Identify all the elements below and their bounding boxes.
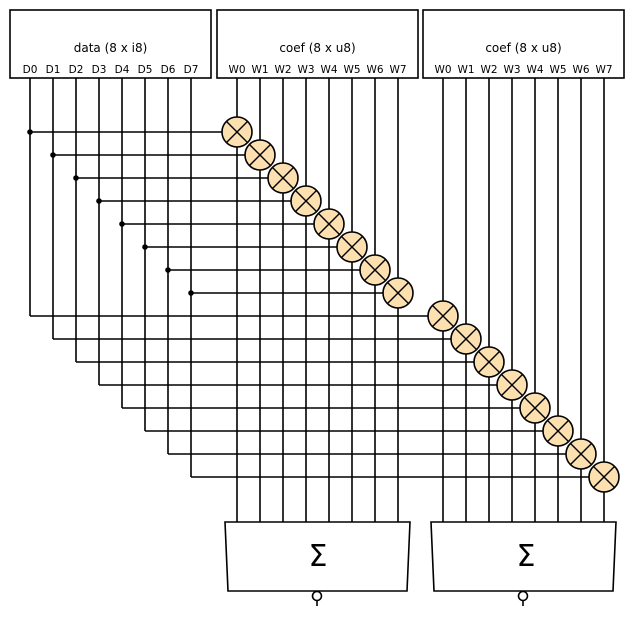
data-port-d1: D1 (46, 64, 61, 76)
multiplier-bank1-3-cross-b (294, 189, 318, 213)
data-port-d4: D4 (115, 64, 130, 76)
adder-2-sigma: Σ (517, 539, 536, 574)
coef1-port-w7: W7 (389, 64, 406, 76)
junction-dot-d6 (165, 267, 171, 273)
multiplier-bank2-5 (542, 415, 574, 447)
multiplier-bank2-3-cross-b (500, 373, 524, 397)
data-port-d5: D5 (138, 64, 153, 76)
multipliers (221, 116, 620, 493)
coef2-port-w3: W3 (503, 64, 520, 76)
coef1-port-w1: W1 (251, 64, 268, 76)
coef1-port-w4: W4 (320, 64, 337, 76)
multiplier-bank2-0 (427, 300, 459, 332)
multiplier-bank2-6 (565, 438, 597, 470)
junction-dot-d1 (50, 152, 56, 158)
coef-block-2-title: coef (8 x u8) (485, 41, 561, 55)
adder-2-body (430, 521, 617, 592)
multiplier-bank1-7 (382, 277, 414, 309)
coef2-port-w1: W1 (457, 64, 474, 76)
coef-block-2: coef (8 x u8) W0 W1 W2 W3 W4 W5 W6 W7 (422, 9, 625, 79)
adder-1: Σ (224, 521, 411, 606)
multiplier-bank1-2 (267, 162, 299, 194)
coef2-port-w7: W7 (595, 64, 612, 76)
multiplier-bank2-0-cross-b (431, 304, 455, 328)
coef-block-1-box (216, 9, 419, 79)
coef2-port-w5: W5 (549, 64, 566, 76)
coef2-port-w0: W0 (434, 64, 451, 76)
multiplier-bank1-4-cross-b (317, 212, 341, 236)
coef1-port-w0: W0 (228, 64, 245, 76)
junction-dot-d5 (142, 244, 148, 250)
junction-dot-d4 (119, 221, 125, 227)
adder-2: Σ (430, 521, 617, 606)
multiplier-bank2-6-cross-b (569, 442, 593, 466)
coef2-port-w4: W4 (526, 64, 543, 76)
multiplier-bank2-3 (496, 369, 528, 401)
coef1-port-w6: W6 (366, 64, 383, 76)
junction-dot-d2 (73, 175, 79, 181)
coef2-port-w2: W2 (480, 64, 497, 76)
multiplier-bank2-4 (519, 392, 551, 424)
coef-block-1: coef (8 x u8) W0 W1 W2 W3 W4 W5 W6 W7 (216, 9, 419, 79)
data-port-d3: D3 (92, 64, 107, 76)
junction-dot-d7 (188, 290, 194, 296)
multiplier-bank2-7-cross-b (592, 465, 616, 489)
adder-1-output-terminal (311, 590, 323, 602)
adder-1-body (224, 521, 411, 592)
coef-block-1-title: coef (8 x u8) (279, 41, 355, 55)
data-port-d2: D2 (69, 64, 84, 76)
data-port-d0: D0 (23, 64, 38, 76)
coef1-port-w5: W5 (343, 64, 360, 76)
multiplier-bank1-1 (244, 139, 276, 171)
adder-1-sigma: Σ (309, 539, 328, 574)
coef1-port-w3: W3 (297, 64, 314, 76)
junction-dot-d3 (96, 198, 102, 204)
multiplier-bank1-1-cross-b (248, 143, 272, 167)
coef1-port-w2: W2 (274, 64, 291, 76)
multiplier-bank2-2 (473, 346, 505, 378)
junction-dot-d0 (27, 129, 33, 135)
data-block-title: data (8 x i8) (74, 41, 148, 55)
data-block: data (8 x i8) D0 D1 D2 D3 D4 D5 D6 D7 (9, 9, 212, 79)
data-block-box (9, 9, 212, 79)
multiplier-bank2-4-cross-b (523, 396, 547, 420)
multiplier-bank1-3 (290, 185, 322, 217)
multiplier-bank2-7 (588, 461, 620, 493)
coef-block-2-box (422, 9, 625, 79)
multiplier-bank1-7-cross-b (386, 281, 410, 305)
multiplier-bank2-1-cross-b (454, 327, 478, 351)
multiplier-bank1-4 (313, 208, 345, 240)
data-port-d7: D7 (184, 64, 199, 76)
multiplier-bank2-2-cross-b (477, 350, 501, 374)
multiplier-bank1-5 (336, 231, 368, 263)
multiplier-bank1-0 (221, 116, 253, 148)
multiplier-bank1-5-cross-b (340, 235, 364, 259)
multiplier-bank1-6-cross-b (363, 258, 387, 282)
multiplier-bank2-1 (450, 323, 482, 355)
multiplier-bank2-5-cross-b (546, 419, 570, 443)
multiplier-bank1-6 (359, 254, 391, 286)
adder-2-output-terminal (517, 590, 529, 602)
multiplier-bank1-2-cross-b (271, 166, 295, 190)
data-port-d6: D6 (161, 64, 176, 76)
multiplier-bank1-0-cross-b (225, 120, 249, 144)
coef2-port-w6: W6 (572, 64, 589, 76)
wires (27, 78, 605, 522)
